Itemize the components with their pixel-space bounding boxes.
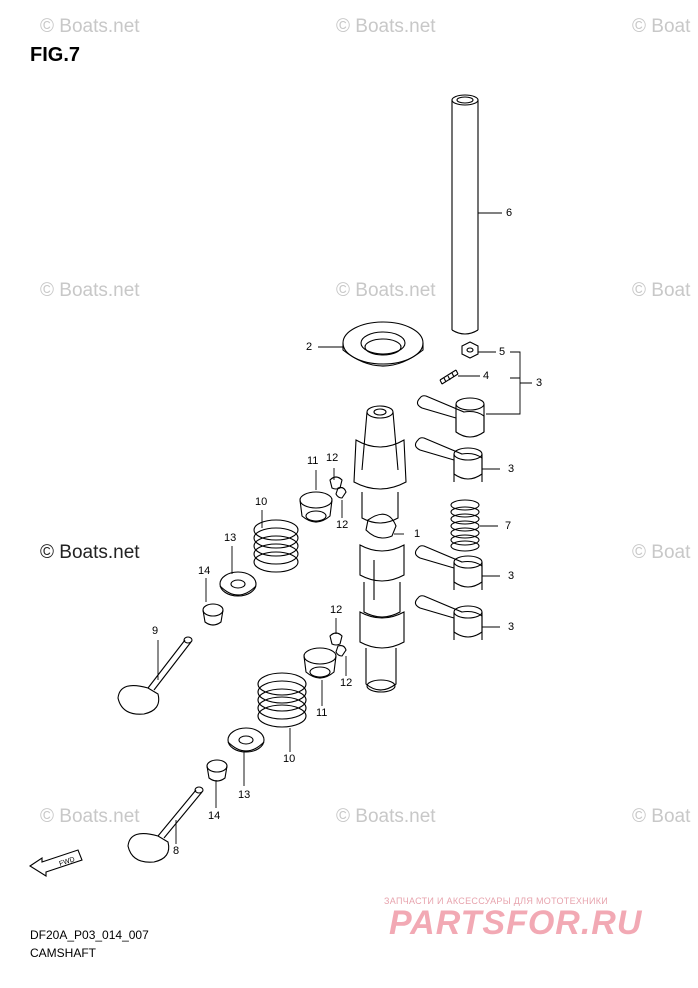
callout-7: 7 [505,520,512,532]
callout-10: 10 [283,753,296,765]
figure-title: FIG.7 [30,44,81,66]
callout-3: 3 [536,377,543,389]
watermark: © Boats.net [336,280,436,301]
fwd-arrow-icon [28,849,83,877]
callout-1: 1 [414,528,421,540]
watermark: © Boats.net [40,542,140,563]
diagram-code: DF20A_P03_014_007 [30,928,149,942]
camshaft [353,405,407,693]
callout-3: 3 [508,621,515,633]
rocker-spring [450,499,480,552]
callout-12: 12 [330,604,343,616]
callout-14: 14 [208,810,221,822]
valve-stem-seal [206,759,228,782]
valve-stem-seal [202,603,224,626]
callout-5: 5 [499,346,506,358]
intake-valve [117,636,193,715]
rocker-arm [414,595,483,640]
callout-10: 10 [255,496,268,508]
valve-spring [253,519,299,573]
callout-6: 6 [506,207,513,219]
callout-11: 11 [316,707,328,719]
shop-caption-watermark: ЗАПЧАСТИ И АКСЕССУАРЫ ДЛЯ МОТОТЕХНИКИ [384,896,609,906]
callout-12: 12 [336,519,349,531]
watermark: © Boat [632,542,691,563]
rocker-arm [414,437,483,482]
shop-brand-watermark: PARTSFOR.RU [389,904,643,942]
callout-2: 2 [306,341,313,353]
callout-3: 3 [508,463,515,475]
spring-seat [219,571,257,597]
watermark: © Boats.net [336,806,436,827]
leader-lines [157,212,532,844]
watermark: © Boat [632,280,691,301]
callout-4: 4 [483,370,490,382]
watermark: © Boats.net [40,806,140,827]
oil-seal [342,321,424,367]
diagram-name: CAMSHAFT [30,946,96,960]
valve-spring [257,672,307,728]
callout-12: 12 [340,677,353,689]
adjust-screw [439,369,459,385]
watermark: © Boat [632,16,691,37]
callout-12: 12 [326,452,339,464]
callout-9: 9 [152,625,159,637]
rocker-shaft [451,94,479,335]
exhaust-valve [127,786,204,863]
watermark: © Boats.net [40,16,140,37]
watermark: © Boat [632,806,691,827]
valve-cotter [329,476,347,499]
callout-8: 8 [173,845,180,857]
watermark: © Boats.net [40,280,140,301]
spring-retainer [299,491,333,523]
callout-14: 14 [198,565,211,577]
callout-3: 3 [508,570,515,582]
watermark: © Boats.net [336,16,436,37]
callout-11: 11 [307,455,319,467]
spring-retainer [303,647,337,679]
callout-13: 13 [224,532,237,544]
spring-seat [227,727,265,753]
rocker-arm [414,545,483,590]
valve-cotter [329,632,347,657]
fwd-label: FWD [58,856,75,868]
callout-13: 13 [238,789,251,801]
rocker-arm [416,395,485,438]
adjust-nut [461,341,479,359]
